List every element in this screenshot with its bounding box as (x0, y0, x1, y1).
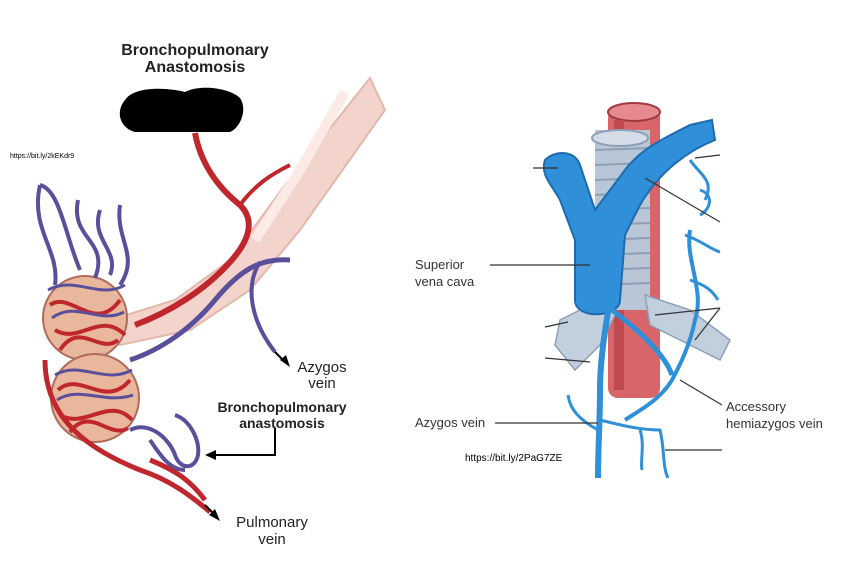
label-pulmonary-line2: vein (258, 531, 286, 548)
label-pulmonary-line1: Pulmonary (236, 514, 308, 531)
left-title-line1: Bronchopulmonary (121, 42, 269, 59)
azygos-arrowhead (280, 355, 290, 367)
anastomosis-arrow-line (215, 428, 275, 455)
anastomosis-loops (130, 415, 198, 470)
anastomosis-arrowhead (205, 450, 216, 460)
label-svc-line2: vena cava (415, 274, 475, 289)
right-source-url: https://bit.ly/2PaG7ZE (465, 453, 563, 464)
label-anastomosis-line2: anastomosis (239, 415, 325, 431)
label-azygos-right: Azygos vein (415, 415, 485, 430)
left-diagram: Bronchopulmonary Anastomosis https://bit… (10, 42, 385, 548)
label-svc-line1: Superior (415, 257, 465, 272)
label-accessory-line2: hemiazygos vein (726, 416, 823, 431)
label-azygos-line1: Azygos (297, 359, 346, 376)
venous-loops (38, 185, 128, 285)
label-azygos-line2: vein (308, 375, 336, 392)
left-source-url: https://bit.ly/2kEKdr9 (10, 153, 74, 160)
right-diagram: Superior vena cava Azygos vein Accessory… (410, 100, 840, 480)
label-accessory-line1: Accessory (726, 399, 786, 414)
redacted-blob (120, 88, 243, 132)
left-title-line2: Anastomosis (145, 59, 246, 76)
label-anastomosis-line1: Bronchopulmonary (217, 399, 346, 415)
esophagus-top (608, 103, 660, 121)
trachea-top (592, 130, 648, 146)
